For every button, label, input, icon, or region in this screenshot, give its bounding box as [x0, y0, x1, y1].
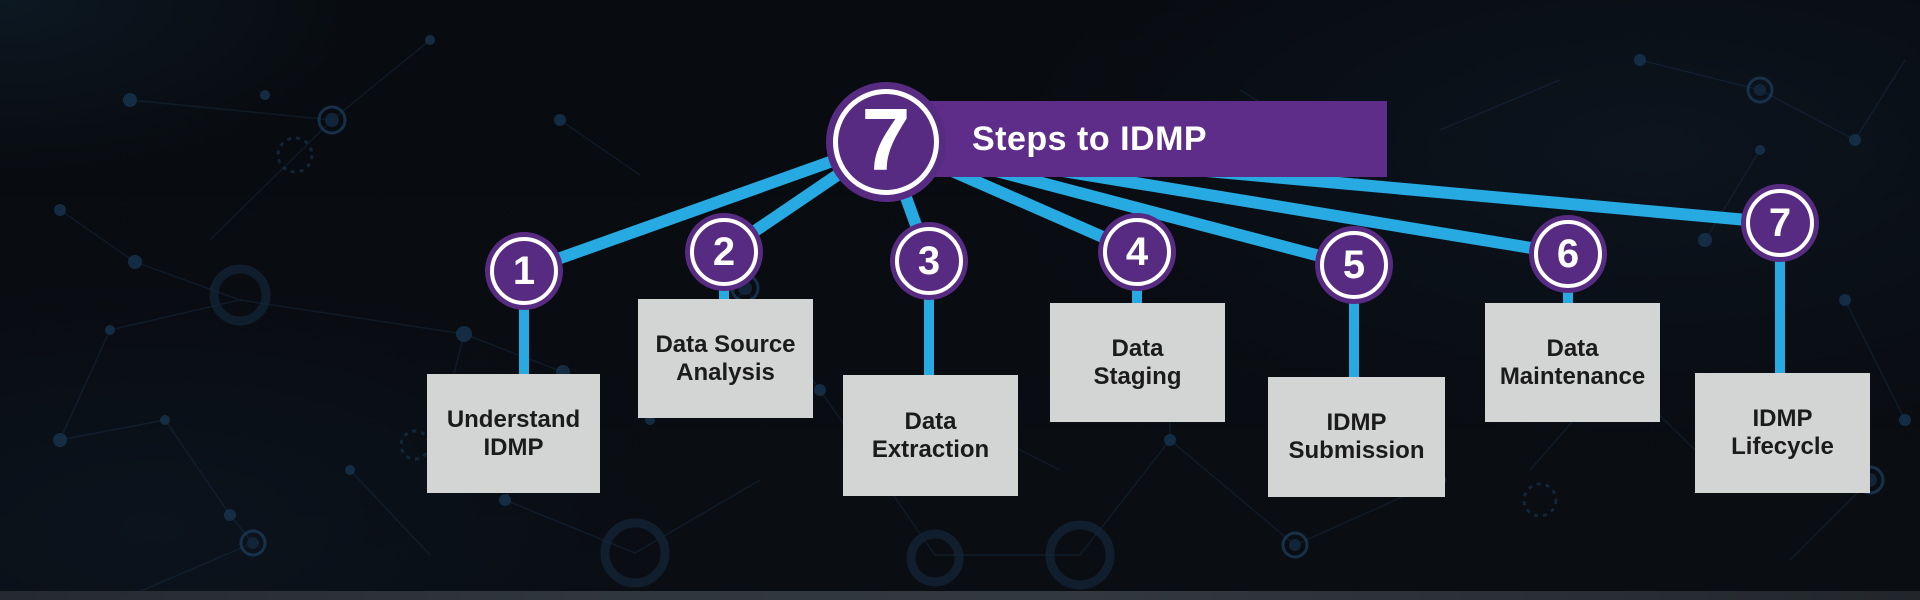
title-text: Steps to IDMP [972, 119, 1208, 158]
step-5-label: IDMP Submission [1288, 409, 1425, 464]
step-1-number-circle: 1 [485, 232, 563, 310]
step-4-card: Data Staging [1050, 303, 1225, 422]
step-6-number: 6 [1556, 232, 1580, 276]
bottom-edge-strip [0, 591, 1920, 600]
hub-number-circle: 7 [826, 82, 946, 202]
step-5-card: IDMP Submission [1268, 377, 1445, 497]
step-6-label: Data Maintenance [1499, 334, 1646, 390]
step-7-number-circle: 7 [1741, 184, 1819, 262]
step-6-card: Data Maintenance [1485, 303, 1660, 422]
step-2-number: 2 [712, 230, 736, 274]
step-2-label: Data Source Analysis [655, 330, 796, 386]
step-4-number: 4 [1125, 230, 1149, 274]
step-7-label: IDMP Lifecycle [1731, 405, 1834, 460]
step-5-number-circle: 5 [1315, 226, 1393, 304]
step-1-label: Understand IDMP [446, 405, 581, 461]
step-3-label: Data Extraction [871, 407, 990, 463]
step-3-number-circle: 3 [890, 222, 968, 300]
step-7-card: IDMP Lifecycle [1695, 373, 1870, 493]
step-3-number: 3 [917, 239, 941, 283]
step-1-card: Understand IDMP [427, 374, 600, 493]
step-4-number-circle: 4 [1098, 213, 1176, 291]
step-3-card: Data Extraction [843, 375, 1018, 496]
title-banner: Steps to IDMP [900, 101, 1387, 177]
step-7-number: 7 [1768, 201, 1792, 245]
card-stubs [519, 253, 1785, 379]
hub-number: 7 [861, 90, 911, 189]
step-2-number-circle: 2 [685, 213, 763, 291]
step-4-label: Data Staging [1093, 334, 1182, 390]
step-1-number: 1 [512, 249, 536, 293]
step-6-number-circle: 6 [1529, 215, 1607, 293]
step-5-number: 5 [1342, 243, 1366, 287]
step-2-card: Data Source Analysis [638, 299, 813, 418]
